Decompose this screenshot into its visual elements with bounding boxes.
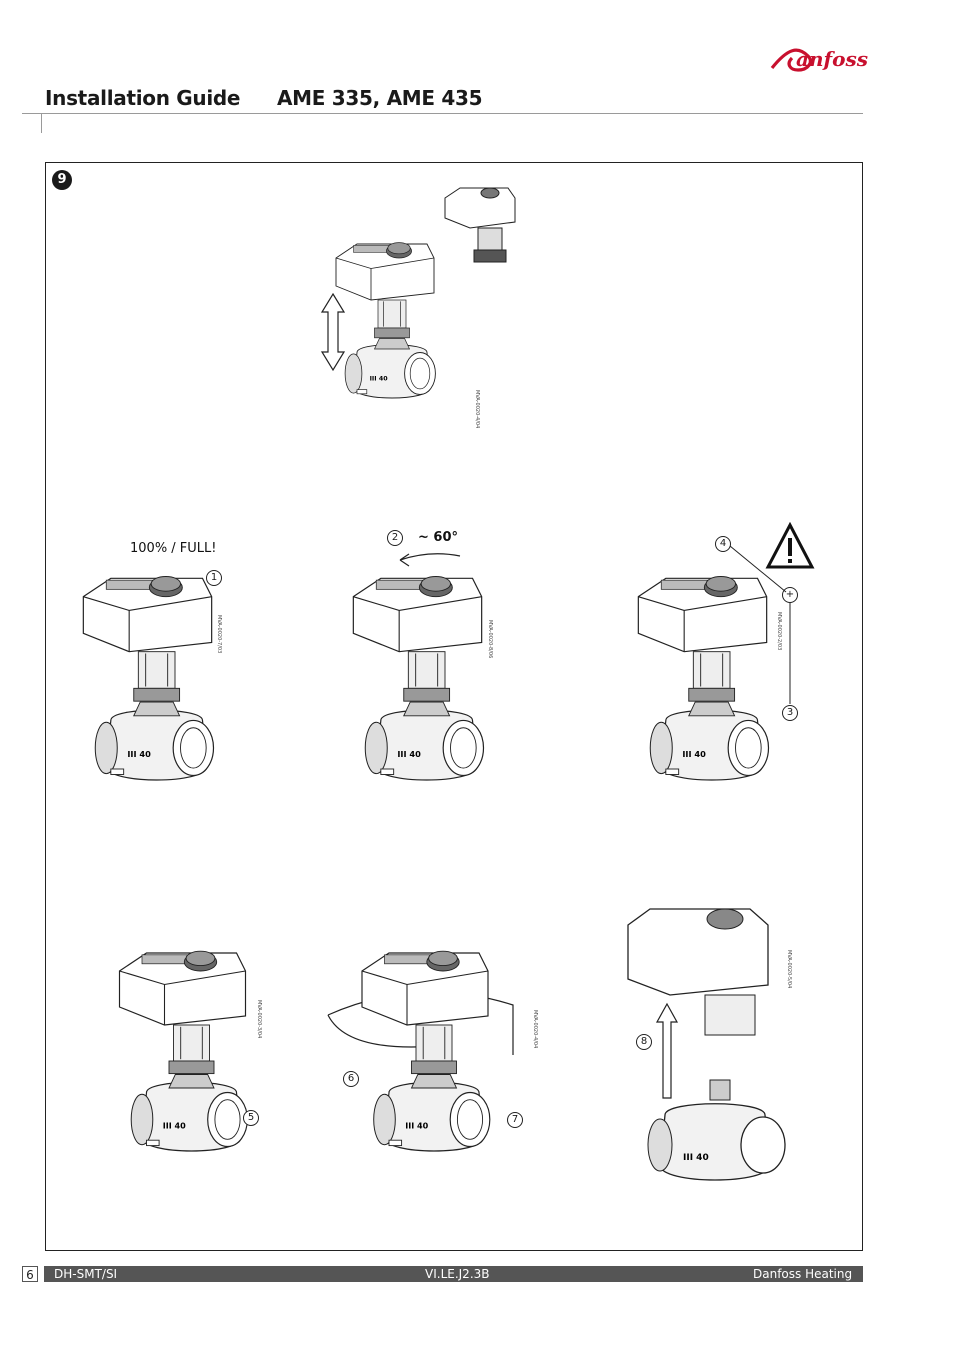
footer-bar xyxy=(44,1266,863,1282)
step-2-marker: 2 xyxy=(387,530,403,546)
valve-actuator-drawing-2b xyxy=(325,560,510,835)
step-7-marker: 7 xyxy=(507,1112,523,1128)
drawing-code: MVA-0020-7/03 xyxy=(216,615,222,654)
drawing-code: MVA-0020-2/03 xyxy=(776,612,782,651)
svg-text:III 40: III 40 xyxy=(683,1153,709,1163)
rotate-arrow-icon xyxy=(399,553,461,567)
step-1-marker: 1 xyxy=(206,570,222,586)
footer-company: Danfoss Heating xyxy=(753,1267,853,1281)
footer-doc-code: DH-SMT/SI xyxy=(54,1267,118,1281)
svg-text:anfoss: anfoss xyxy=(796,47,868,71)
drawing-code: MVA-0020-4/04 xyxy=(474,390,480,429)
drawing-code: MVA-0020-5/04 xyxy=(786,950,792,989)
step-4-marker: 4 xyxy=(715,536,731,552)
step-3-marker: 3 xyxy=(782,705,798,721)
warning-icon xyxy=(765,522,815,569)
figure-frame xyxy=(45,162,863,1251)
header-tick xyxy=(41,113,42,133)
step-6-marker: 6 xyxy=(343,1071,359,1087)
product-name: AME 335, AME 435 xyxy=(277,86,483,110)
valve-body-drawing: III 40 xyxy=(647,1079,786,1181)
drawing-code: MVA-0020-4/04 xyxy=(532,1010,538,1049)
valve-actuator-drawing-3a xyxy=(95,935,270,1205)
step-8-marker: 8 xyxy=(636,1034,652,1050)
document-title: Installation Guide xyxy=(45,86,241,110)
step-5-marker: 5 xyxy=(243,1110,259,1126)
footer-lit-code: VI.LE.J2.3B xyxy=(425,1267,490,1281)
rotation-angle-label: ~ 60° xyxy=(418,530,459,545)
up-arrow-icon xyxy=(655,1002,679,1099)
danfoss-logo: anfoss xyxy=(770,47,868,72)
valve-actuator-drawing-2c xyxy=(610,560,795,835)
page-number: 6 xyxy=(22,1266,38,1282)
valve-actuator-drawing-3b xyxy=(335,935,515,1205)
valve-actuator-drawing-2a xyxy=(55,560,240,835)
figure-number-badge: 9 xyxy=(52,170,72,190)
header-rule xyxy=(22,113,863,114)
drawing-code: MVA-0020-8/06 xyxy=(487,620,493,659)
actuator-lifted-drawing xyxy=(627,908,769,1036)
full-open-label: 100% / FULL! xyxy=(130,541,217,556)
up-down-arrow-icon xyxy=(320,292,346,372)
leader-lines xyxy=(729,545,791,704)
drawing-code: MVA-0020-3/04 xyxy=(256,1000,262,1039)
actuator-small-drawing xyxy=(444,187,516,263)
